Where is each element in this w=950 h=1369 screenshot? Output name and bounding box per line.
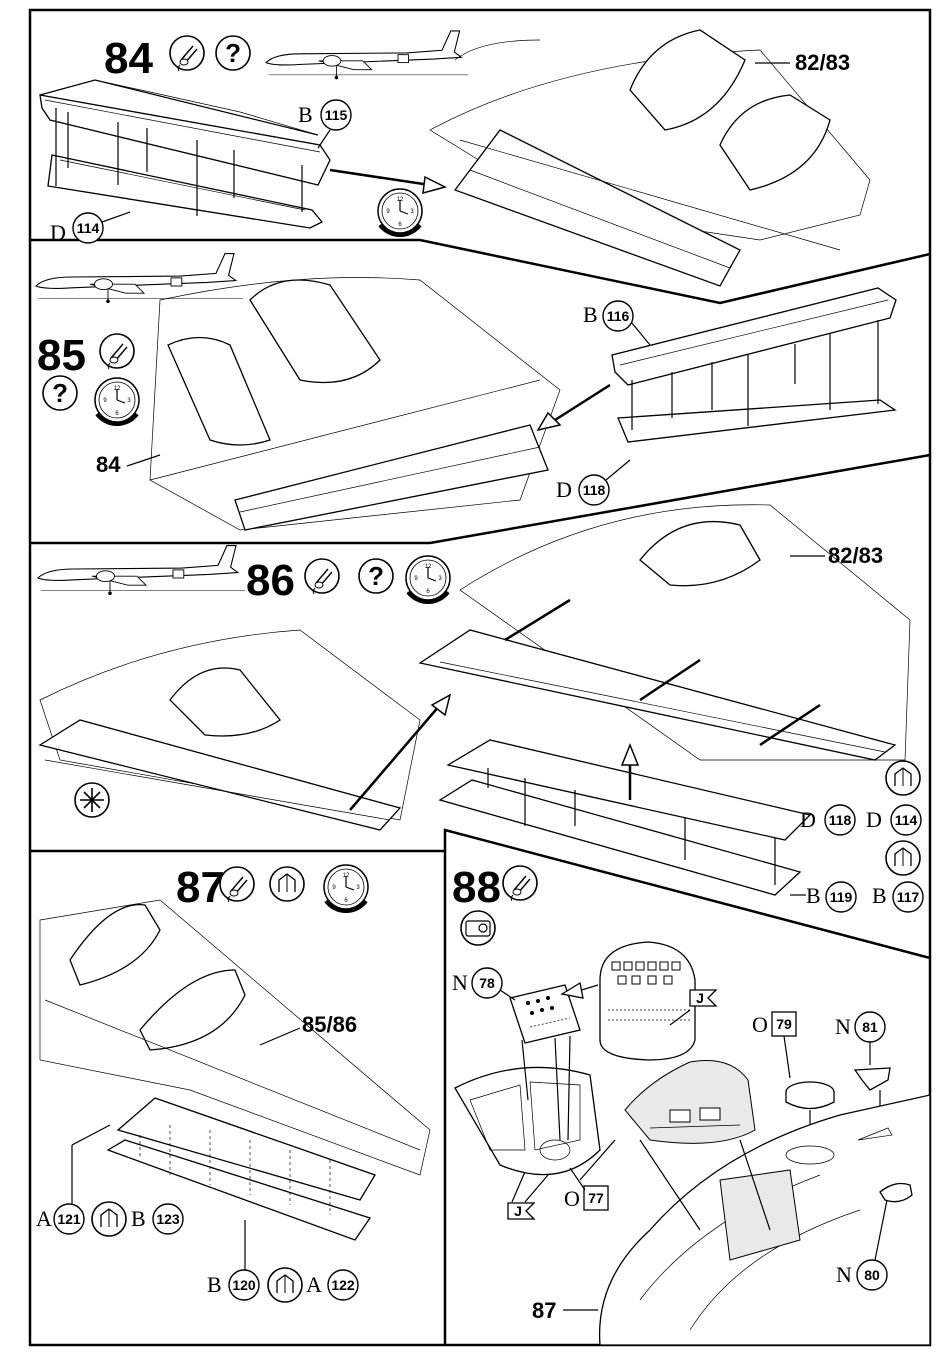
svg-text:N: N [452,970,468,995]
clock-icon [324,865,368,911]
svg-text:B: B [298,102,313,127]
part-callout-n78: N 78 [452,968,515,1000]
glue-icon [503,866,537,901]
svg-text:116: 116 [607,308,630,324]
svg-text:120: 120 [232,1277,256,1293]
wing-view-85 [150,278,560,531]
svg-text:115: 115 [325,107,348,123]
svg-text:D: D [50,220,66,245]
svg-text:122: 122 [331,1277,355,1293]
assembly-ref: 87 [532,1298,556,1323]
step-88: 88 [452,863,930,1345]
mirror-icon [268,1268,302,1302]
mirror-icon [92,1202,126,1236]
step-number: 85 [37,331,86,380]
svg-text:118: 118 [829,812,852,828]
clock-icon [95,378,139,424]
svg-text:114: 114 [77,220,100,236]
part-callout-b116: B 116 [583,301,650,345]
mirror-icon [886,761,920,795]
svg-text:78: 78 [479,975,495,991]
assembly-ref: 84 [96,452,121,477]
svg-text:N: N [835,1014,851,1039]
svg-text:B: B [131,1206,146,1231]
glue-icon [220,867,254,902]
flap-lower-part [618,400,895,442]
svg-text:A: A [36,1206,52,1231]
part-callout-b117: B 117 [872,882,923,912]
part-callout-o79: O 79 [752,1012,796,1078]
svg-text:114: 114 [895,812,918,828]
svg-text:119: 119 [830,889,853,905]
svg-text:80: 80 [864,1267,880,1283]
svg-text:B: B [806,883,821,908]
flap-upper-part [612,288,896,385]
arrow-84 [330,170,445,193]
clock-icon [378,189,422,235]
part-callout-o77: O 77 [564,1168,608,1211]
assembly-ref-87: 87 [532,1298,598,1323]
svg-text:123: 123 [156,1211,180,1227]
step-number: 84 [104,34,153,83]
svg-text:81: 81 [862,1019,878,1035]
aircraft-thumbnail [266,31,468,79]
svg-text:79: 79 [776,1016,792,1032]
clock-icon [406,556,450,602]
decal-panel [600,942,695,1060]
mirror-icon [270,867,304,901]
step-85: 85 84 B 116 [36,254,896,530]
aircraft-thumbnail [36,254,243,304]
svg-text:J: J [696,990,704,1006]
assembly-ref: 82/83 [795,50,850,75]
svg-text:B: B [207,1272,222,1297]
svg-text:D: D [866,807,882,832]
svg-text:O: O [564,1186,580,1211]
step-87: 87 85/86 A 121 B 123 [36,863,430,1302]
wing-view-87 [40,900,430,1240]
svg-text:77: 77 [588,1190,604,1206]
svg-text:121: 121 [57,1211,81,1227]
aircraft-thumbnail [38,546,245,596]
part-callout-d118: D 118 [800,805,855,835]
svg-text:117: 117 [897,889,920,905]
step-number: 88 [452,863,501,912]
part-callout-b119: B 119 [790,882,856,912]
svg-text:118: 118 [583,482,606,498]
part-callout-d114: D 114 [866,805,921,835]
glue-icon [170,36,204,71]
asterisk-icon [75,783,109,817]
svg-text:D: D [556,477,572,502]
svg-text:N: N [836,1262,852,1287]
mirror-icon [886,841,920,875]
step-number: 86 [246,556,295,605]
assembly-ref: 85/86 [302,1012,357,1037]
question-icon [43,376,77,410]
svg-text:B: B [583,302,598,327]
svg-text:J: J [514,1203,522,1219]
step-number: 87 [176,863,225,912]
camera-icon [461,911,495,945]
question-icon [359,559,393,593]
glue-icon [100,334,134,369]
svg-text:O: O [752,1012,768,1037]
glue-icon [305,559,339,594]
cockpit-tub-part [455,1067,600,1174]
svg-text:D: D [800,807,816,832]
question-icon [216,36,250,70]
part-callout-b115: B 115 [298,100,351,148]
assembly-ref: 82/83 [828,543,883,568]
arrow-85 [538,385,610,430]
svg-text:A: A [306,1272,322,1297]
part-callout-d118: D 118 [556,460,630,505]
svg-text:B: B [872,883,887,908]
